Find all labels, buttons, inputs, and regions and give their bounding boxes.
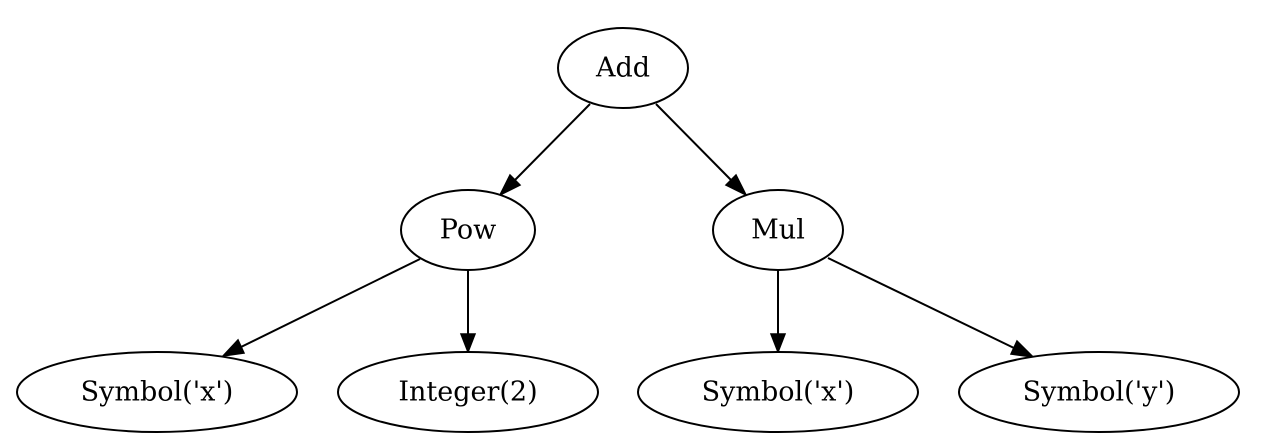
- edge-mul-symbol-x: [769, 270, 787, 355]
- node-symbol-x-left: Symbol('x'): [16, 351, 298, 433]
- edge-pow-integer-2: [459, 270, 477, 355]
- node-add-label: Add: [595, 53, 650, 84]
- node-pow: Pow: [400, 189, 536, 271]
- node-integer-2: Integer(2): [337, 351, 599, 433]
- node-pow-label: Pow: [440, 215, 496, 246]
- node-symbol-x-right: Symbol('x'): [637, 351, 919, 433]
- node-symbol-y-label: Symbol('y'): [1023, 377, 1176, 408]
- node-symbol-x-right-label: Symbol('x'): [702, 377, 855, 408]
- edge-add-pow: [498, 103, 591, 197]
- edge-add-mul: [655, 103, 748, 197]
- node-mul: Mul: [712, 189, 844, 271]
- node-integer-2-label: Integer(2): [398, 377, 537, 408]
- node-symbol-y: Symbol('y'): [958, 351, 1240, 433]
- edge-pow-symbol-x: [220, 258, 421, 358]
- edges: [220, 103, 1036, 359]
- node-symbol-x-left-label: Symbol('x'): [81, 377, 234, 408]
- node-add: Add: [557, 27, 689, 109]
- node-mul-label: Mul: [751, 215, 805, 246]
- edge-mul-symbol-y: [827, 257, 1036, 359]
